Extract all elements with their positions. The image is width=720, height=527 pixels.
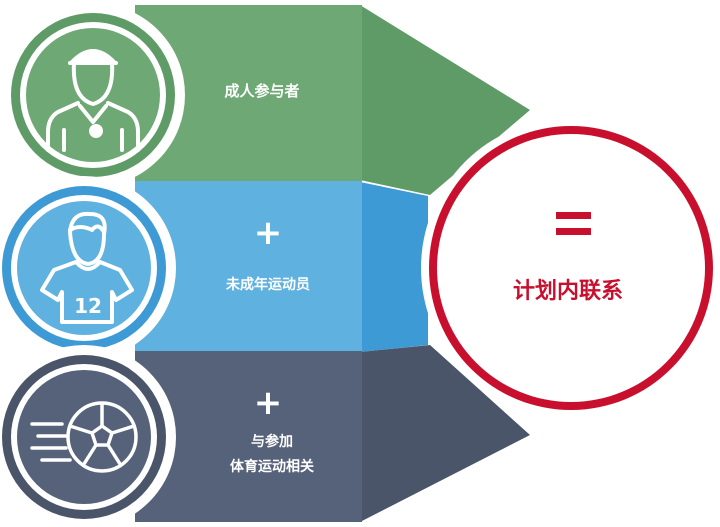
youth-label: 未成年运动员: [226, 276, 310, 293]
moving-soccer-ball-icon: [30, 401, 138, 473]
result-label: 计划内联系: [513, 279, 623, 304]
youth-plus-sign: +: [254, 213, 283, 253]
adult-wedge: [360, 5, 530, 195]
youth-player-jersey-12-icon: [40, 211, 134, 324]
sport-plus-sign: +: [254, 383, 283, 423]
result-badge: [421, 118, 720, 418]
adult-icon-badge: [1, 3, 185, 187]
sport-icon-badge: [0, 345, 176, 527]
equals-sign: [556, 212, 591, 235]
youth-wedge: [360, 182, 428, 352]
sport-wedge: [360, 345, 530, 522]
sport-label-line-2: 体育运动相关: [230, 458, 314, 475]
youth-icon-badge: 12: [0, 176, 176, 360]
referee-with-whistle-icon: [46, 49, 140, 152]
sport-label-line-1: 与参加: [251, 433, 293, 450]
adult-label: 成人参与者: [224, 82, 299, 100]
jersey-number: 12: [74, 294, 102, 318]
